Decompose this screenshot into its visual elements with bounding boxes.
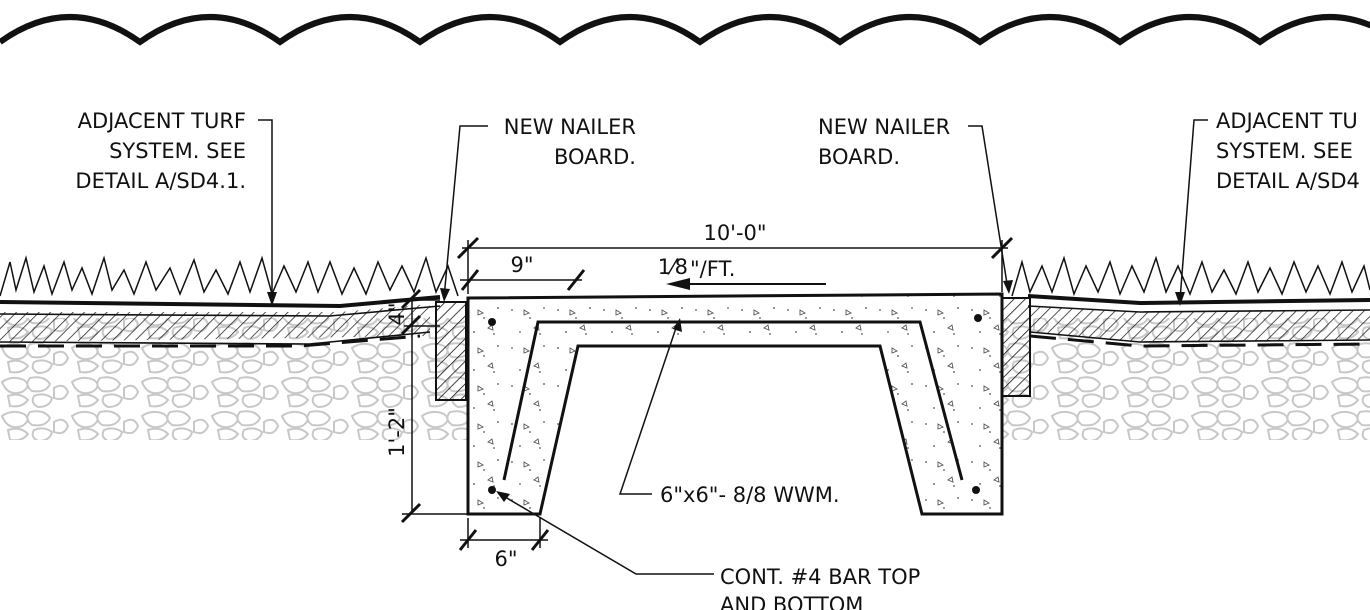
nailer-right-line1: NEW NAILER (818, 115, 950, 139)
dim-slope-fraction: 1⁄8 (658, 255, 688, 279)
nailer-board-left (435, 301, 467, 401)
turf-right-line3: DETAIL A/SD4 (1216, 169, 1360, 193)
turf-right-line2: SYSTEM. SEE (1216, 139, 1353, 163)
dim-depth-top: 4" (385, 302, 409, 325)
turf-left-line1: ADJACENT TURF (78, 109, 246, 133)
wwm-line (502, 320, 964, 481)
nailer-left-line2: BOARD. (554, 145, 636, 169)
leader-arrowheads (267, 280, 1185, 502)
turf-left-line2: SYSTEM. SEE (109, 139, 246, 163)
dimension-depth (400, 288, 468, 524)
dim-leg-width: 6" (494, 547, 517, 571)
nailer-left-line1: NEW NAILER (504, 115, 636, 139)
leader-lines (258, 119, 1208, 575)
nailer-board-right (1001, 297, 1031, 397)
dim-overall-width: 10'-0" (703, 221, 766, 245)
dimension-leg-width (458, 518, 550, 551)
wwm-label: 6"x6"- 8/8 WWM. (660, 483, 840, 507)
concrete-channel (466, 292, 1004, 516)
dim-depth-total: 1'-2" (385, 407, 409, 457)
turf-system-right (1011, 255, 1370, 348)
revision-cloud (0, 14, 1370, 46)
turf-right-line1: ADJACENT TU (1216, 109, 1358, 133)
rebar-dots (488, 314, 982, 494)
turf-system-left (0, 255, 459, 348)
rebar-label-line2: AND BOTTOM (720, 593, 863, 610)
dim-edge: 9" (510, 253, 533, 277)
slope-arrow (666, 278, 826, 290)
nailer-right-line2: BOARD. (818, 145, 900, 169)
dimension-edge (460, 269, 586, 291)
rebar-label-line1: CONT. #4 BAR TOP (720, 565, 920, 589)
dim-slope-unit: "/FT. (690, 257, 735, 281)
turf-left-line3: DETAIL A/SD4.1. (75, 169, 246, 193)
